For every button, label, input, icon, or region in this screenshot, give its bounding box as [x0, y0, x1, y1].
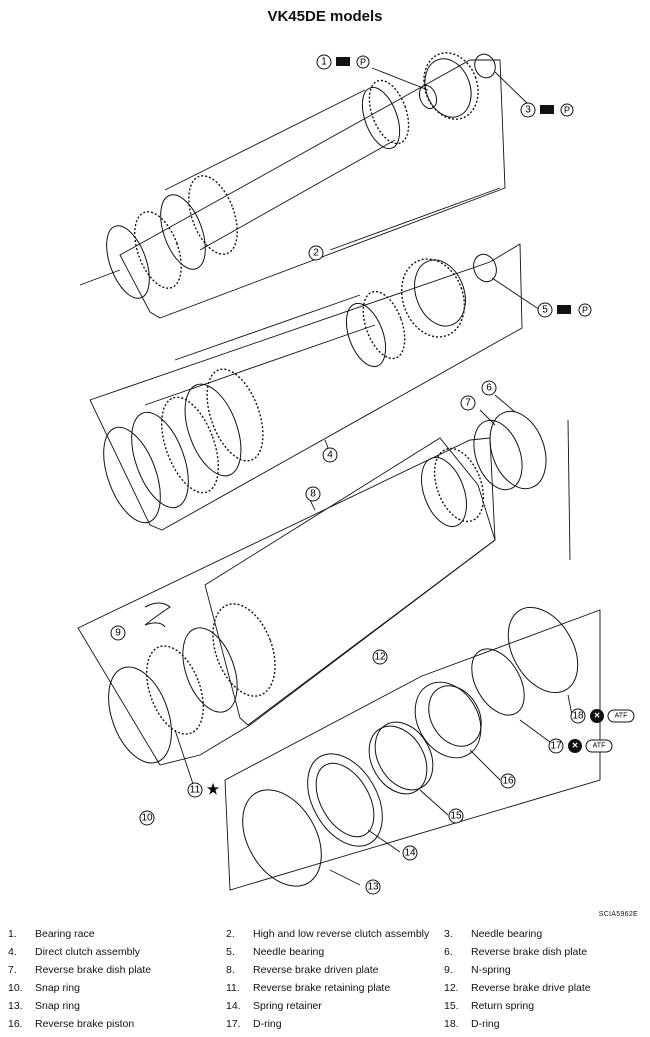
- callout-10: 10: [139, 810, 155, 826]
- callout-9: 9: [110, 625, 126, 641]
- svg-text:ATF: ATF: [593, 743, 606, 750]
- legend-row: 1.Bearing race 2.High and low reverse cl…: [8, 925, 640, 943]
- legend-item: 17.D-ring: [226, 1018, 282, 1030]
- legend-row: 16.Reverse brake piston 17.D-ring 18.D-r…: [8, 1015, 640, 1033]
- callout-14: 14: [402, 845, 418, 861]
- svg-text:6: 6: [486, 383, 492, 394]
- callout-17: 17: [548, 738, 564, 754]
- legend-item: 5.Needle bearing: [226, 946, 325, 958]
- svg-text:1: 1: [321, 57, 327, 68]
- svg-text:★: ★: [206, 782, 220, 799]
- callout-1: 1: [316, 54, 332, 70]
- atf-symbol-18: × ATF: [590, 709, 635, 723]
- legend-item: 10.Snap ring: [8, 982, 80, 994]
- legend-row: 7.Reverse brake dish plate 8.Reverse bra…: [8, 961, 640, 979]
- legend-item: 4.Direct clutch assembly: [8, 946, 141, 958]
- legend-item: 15.Return spring: [444, 1000, 535, 1012]
- svg-text:×: ×: [572, 741, 578, 752]
- atf-symbol-17: × ATF: [568, 739, 613, 753]
- svg-text:9: 9: [115, 628, 121, 639]
- legend-item: 18.D-ring: [444, 1018, 500, 1030]
- callout-18: 18: [570, 708, 586, 724]
- callout-8: 8: [305, 486, 321, 502]
- reverse-brake-lower-drawing: [77, 437, 496, 791]
- lubricant-symbol-5: P: [557, 303, 592, 317]
- reverse-brake-plates-drawing: [204, 394, 571, 726]
- legend-item: 11.Reverse brake retaining plate: [226, 982, 391, 994]
- figure-code: SCIA5962E: [598, 911, 638, 918]
- svg-text:ATF: ATF: [615, 713, 628, 720]
- callout-15: 15: [448, 808, 464, 824]
- callout-16: 16: [500, 773, 516, 789]
- callout-4: 4: [322, 447, 338, 463]
- legend-item: 13.Snap ring: [8, 1000, 80, 1012]
- legend-item: 9.N-spring: [444, 964, 511, 976]
- legend-item: 1.Bearing race: [8, 928, 95, 940]
- direct-clutch-assembly-drawing: [89, 243, 541, 531]
- svg-text:13: 13: [367, 882, 379, 893]
- legend-row: 10.Snap ring 11.Reverse brake retaining …: [8, 979, 640, 997]
- svg-text:4: 4: [327, 450, 333, 461]
- svg-text:11: 11: [190, 785, 201, 796]
- exploded-view-diagram: 1 2 3 4 5 6 7 8 9 10 11 12 13 14 15 16 1…: [77, 52, 635, 895]
- callout-5: 5: [537, 302, 553, 318]
- lubricant-symbol-3: P: [540, 103, 574, 117]
- svg-text:15: 15: [450, 811, 462, 822]
- svg-text:18: 18: [572, 711, 584, 722]
- legend-item: 2.High and low reverse clutch assembly: [226, 928, 430, 940]
- svg-text:8: 8: [310, 489, 316, 500]
- legend-item: 12.Reverse brake drive plate: [444, 982, 591, 994]
- reverse-brake-piston-drawing: [224, 606, 601, 891]
- legend-item: 3.Needle bearing: [444, 928, 543, 940]
- svg-text:17: 17: [550, 741, 562, 752]
- svg-text:P: P: [564, 105, 570, 115]
- svg-text:3: 3: [525, 105, 531, 116]
- diagram-title: VK45DE models: [267, 8, 383, 25]
- svg-text:P: P: [360, 57, 366, 67]
- callout-11: 11: [187, 782, 203, 798]
- svg-text:5: 5: [542, 305, 548, 316]
- legend-item: 7.Reverse brake dish plate: [8, 964, 152, 976]
- svg-text:2: 2: [313, 248, 319, 259]
- svg-text:×: ×: [594, 711, 600, 722]
- parts-legend: 1.Bearing race 2.High and low reverse cl…: [8, 925, 640, 1033]
- svg-text:10: 10: [141, 813, 153, 824]
- svg-text:16: 16: [502, 776, 514, 787]
- callout-12: 12: [372, 649, 388, 665]
- svg-text:P: P: [582, 305, 588, 315]
- star-symbol-11: ★: [206, 782, 220, 799]
- lubricant-symbol-1: P: [336, 55, 370, 69]
- callout-6: 6: [481, 380, 497, 396]
- callout-7: 7: [460, 395, 476, 411]
- legend-item: 16.Reverse brake piston: [8, 1018, 135, 1030]
- legend-item: 6.Reverse brake dish plate: [444, 946, 588, 958]
- legend-row: 13.Snap ring 14.Spring retainer 15.Retur…: [8, 997, 640, 1015]
- hlr-clutch-assembly-drawing: [79, 52, 529, 319]
- legend-item: 14.Spring retainer: [226, 1000, 322, 1012]
- svg-text:12: 12: [374, 652, 386, 663]
- callout-2: 2: [308, 245, 324, 261]
- svg-text:14: 14: [404, 848, 416, 859]
- legend-row: 4.Direct clutch assembly 5.Needle bearin…: [8, 943, 640, 961]
- svg-text:7: 7: [465, 398, 471, 409]
- callout-13: 13: [365, 879, 381, 895]
- callout-3: 3: [520, 102, 536, 118]
- legend-item: 8.Reverse brake driven plate: [226, 964, 379, 976]
